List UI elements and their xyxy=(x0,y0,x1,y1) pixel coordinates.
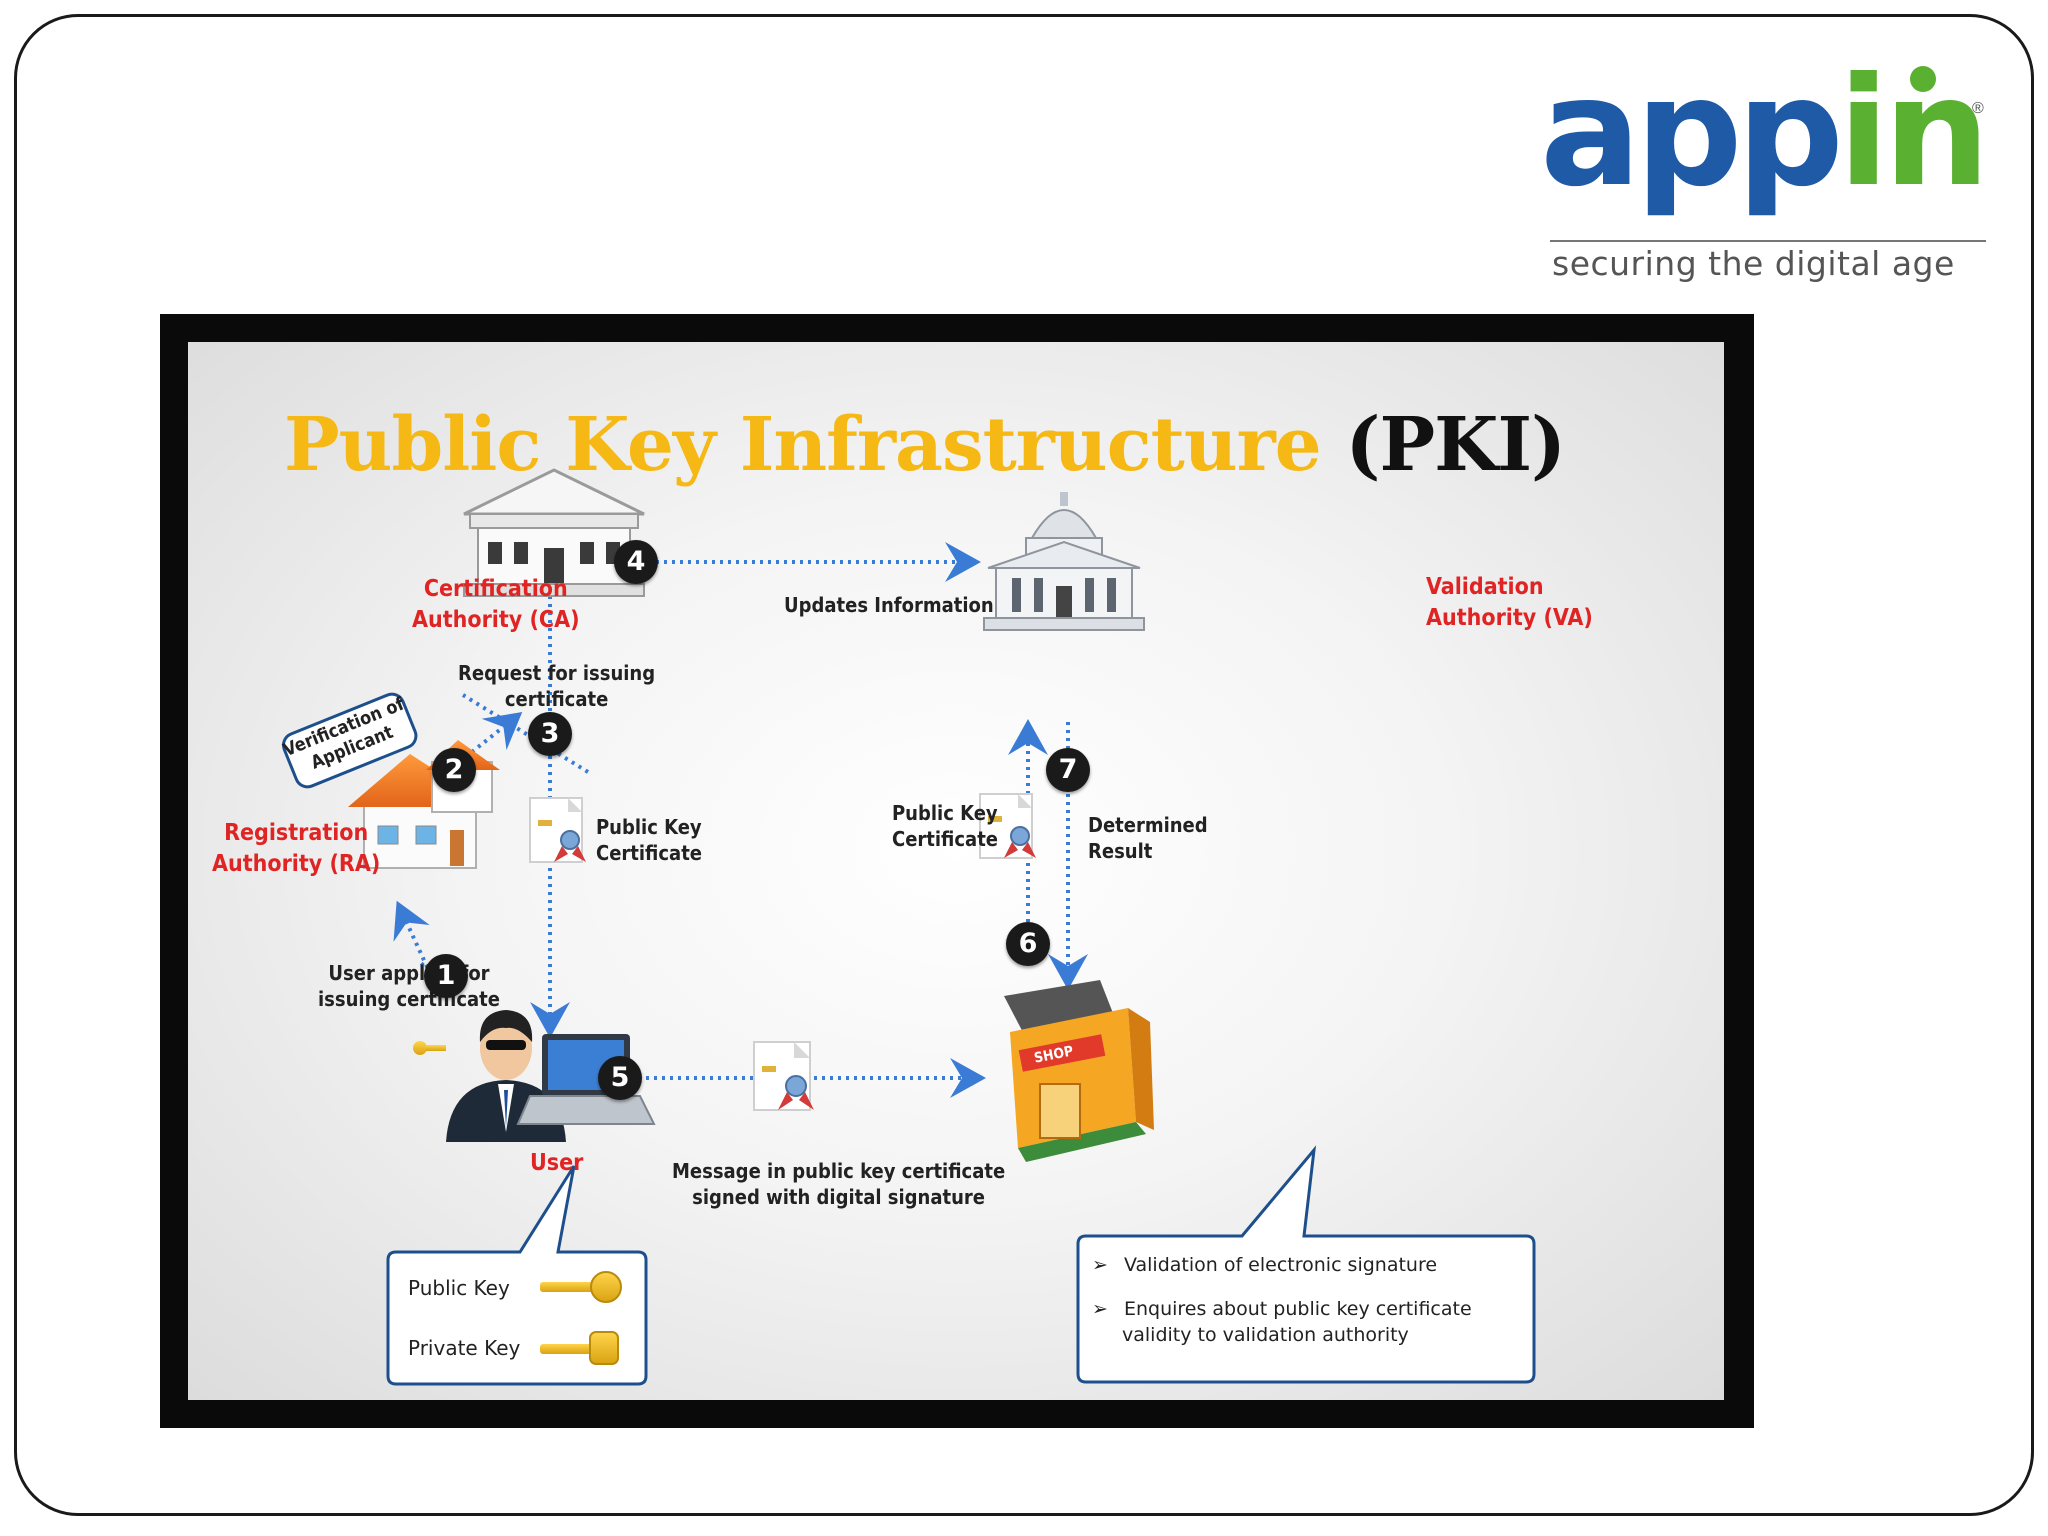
ra-label: Registration Authority (RA) xyxy=(212,818,380,880)
shop-bubble xyxy=(1076,1145,1536,1384)
diagram-title: Public Key Infrastructure (PKI) xyxy=(284,402,1566,488)
public-key-certificate-left-label: Public Key Certificate xyxy=(596,814,702,866)
shop-bubble-bullet-1: ➢ Validation of electronic signature xyxy=(1092,1254,1437,1276)
updates-information-label: Updates Information xyxy=(784,593,994,617)
logo-registered-mark: ® xyxy=(1972,100,1984,117)
user-applies-line-2: issuing certificate xyxy=(318,987,500,1011)
bullet-arrow-icon: ➢ xyxy=(1092,1298,1108,1320)
ca-label: Certification Authority (CA) xyxy=(412,574,580,636)
validation-authority-icon xyxy=(983,492,1145,631)
public-key-label: Public Key xyxy=(408,1276,510,1300)
step-2-badge: 2 xyxy=(432,748,476,792)
pkc-right-line-2: Certificate xyxy=(892,827,999,851)
determined-line-2: Result xyxy=(1088,839,1153,863)
user-applies-line-1: User applies for xyxy=(328,961,490,985)
logo-tagline: securing the digital age xyxy=(1552,244,1955,283)
pkc-left-line-1: Public Key xyxy=(596,815,702,839)
shop-icon xyxy=(1004,980,1154,1162)
small-key-icon xyxy=(413,1041,446,1055)
ra-label-line-2: Authority (RA) xyxy=(212,851,381,877)
user-applies-label: User applies for issuing certificate xyxy=(318,960,500,1012)
step-7-badge: 7 xyxy=(1046,748,1090,792)
message-line-2: signed with digital signature xyxy=(692,1185,986,1209)
ra-label-line-1: Registration xyxy=(224,820,369,846)
user-label: User xyxy=(530,1150,584,1176)
private-key-label: Private Key xyxy=(408,1336,521,1360)
message-label: Message in public key certificate signed… xyxy=(672,1158,1005,1210)
keys-bubble xyxy=(386,1165,648,1386)
request-line-1: Request for issuing xyxy=(458,661,656,685)
logo-dot xyxy=(1910,66,1936,92)
step-3-badge: 3 xyxy=(528,712,572,756)
step-4-badge: 4 xyxy=(614,540,658,584)
pkc-right-line-1: Public Key xyxy=(892,801,998,825)
logo-divider xyxy=(1550,240,1986,242)
determined-result-label: Determined Result xyxy=(1088,812,1208,864)
pkc-left-line-2: Certificate xyxy=(596,841,703,865)
request-issuing-label: Request for issuing certificate xyxy=(458,660,655,712)
va-label: Validation Authority (VA) xyxy=(1426,572,1593,634)
bullet-2-line-1: Enquires about public key certificate xyxy=(1123,1298,1472,1320)
public-key-certificate-right-label: Public Key Certificate xyxy=(892,800,998,852)
pki-diagram: Public Key Infrastructure (PKI) Certific… xyxy=(188,342,1724,1400)
ca-label-line-1: Certification xyxy=(423,576,568,602)
determined-line-1: Determined xyxy=(1088,813,1208,837)
certification-authority-icon xyxy=(463,468,645,597)
bullet-1-text: Validation of electronic signature xyxy=(1123,1254,1438,1276)
arrow-ra-to-ca-a xyxy=(461,693,590,774)
certificate-icon-message xyxy=(753,1041,814,1111)
diagram-graphics xyxy=(282,468,1536,1386)
arrow-user-to-ra xyxy=(393,900,436,983)
arrow-ra-to-ca xyxy=(451,712,523,769)
certificate-icon-right xyxy=(979,793,1036,859)
step-5-badge: 5 xyxy=(598,1056,642,1100)
verification-tag xyxy=(282,692,418,789)
diagram-frame: Public Key Infrastructure (PKI) Certific… xyxy=(160,314,1754,1428)
va-label-line-2: Authority (VA) xyxy=(1426,605,1593,631)
bullet-2-line-2: validity to validation authority xyxy=(1122,1324,1409,1346)
certificate-icon-left xyxy=(529,797,586,863)
appin-logo: appin ® securing the digital age xyxy=(1540,58,1990,288)
ca-label-line-2: Authority (CA) xyxy=(412,607,580,633)
bullet-arrow-icon: ➢ xyxy=(1092,1254,1108,1276)
step-1-badge: 1 xyxy=(424,954,468,998)
public-key-icon xyxy=(540,1271,622,1303)
private-key-icon xyxy=(540,1331,619,1365)
va-label-line-1: Validation xyxy=(1426,574,1544,600)
request-line-2: certificate xyxy=(504,687,609,711)
message-line-1: Message in public key certificate xyxy=(672,1159,1006,1183)
shop-bubble-bullet-2: ➢ Enquires about public key certificate xyxy=(1092,1298,1472,1320)
step-6-badge: 6 xyxy=(1006,922,1050,966)
